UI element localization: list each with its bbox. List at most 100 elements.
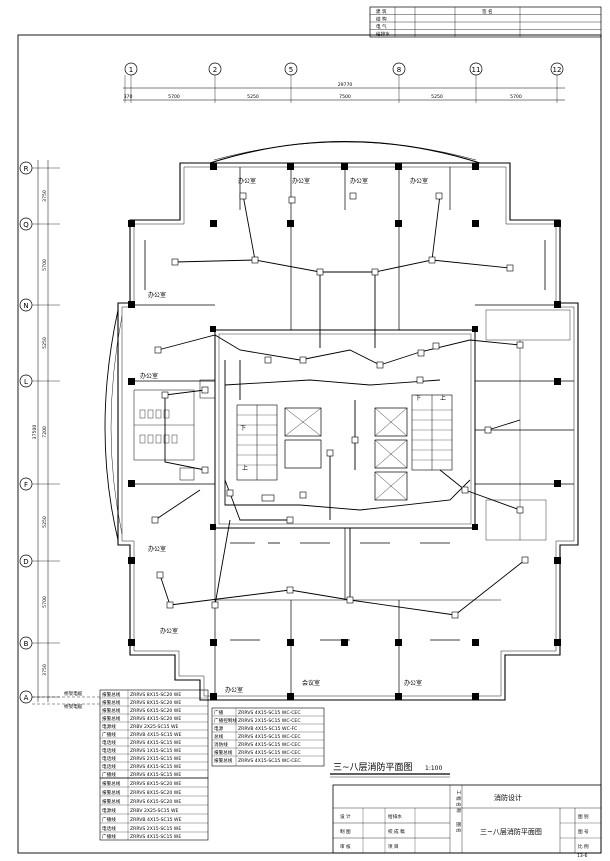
legend-lb-name-2: 报警总线 (102, 798, 121, 805)
legend-lt-spec-6: ZRRVS 4X15-SC15 WE (130, 740, 181, 746)
dim-row-4: 5250 (42, 516, 48, 528)
tb-right-label-1: 图 号 (578, 829, 589, 835)
legend-r-name-5: 报警总线 (214, 749, 233, 756)
legend-lt-name-4: 电源线 (102, 723, 116, 730)
legend-r-name-3: 总线 (214, 733, 224, 740)
legend-lt-spec-5: ZRRVB 4X15-SC15 WE (130, 732, 182, 738)
legend-r-name-4: 消防线 (214, 741, 228, 748)
legend-lb-spec-4: ZRRVB 4X15-SC15 WE (130, 817, 182, 823)
axis-note-1: 桥架电缆 (64, 690, 83, 697)
wiring (154, 194, 526, 616)
row-axis-R: R (24, 165, 29, 173)
legend-r-name-1: 广播控制线 (214, 717, 237, 724)
stair-label-2: 上 (242, 464, 248, 472)
row-axis-D: D (23, 558, 28, 566)
top-title-block: 建 筑 结 构 电 气 给排水 签 名 (369, 6, 602, 38)
dim-total-height: 37500 (32, 425, 38, 440)
dim-col-1: 5700 (168, 94, 180, 100)
legend-right: 广播 ZRRVS 4X15-SC15 WC-CEC 广播控制线 ZRRVS 2X… (211, 707, 325, 767)
legend-lt-name-0: 报警总线 (102, 691, 121, 698)
legend-lt-name-9: 电话线 (102, 763, 116, 770)
row-axis-N: N (23, 302, 28, 310)
legend-lb-name-1: 报警总线 (102, 789, 121, 796)
legend-r-spec-3: ZRRVS 4X15-SC15 WC-CEC (238, 734, 301, 740)
sheet-border (17, 34, 602, 854)
col-axis-11: 11 (472, 66, 481, 74)
tb-drawing-name: 三~八层消防平面图 (480, 827, 542, 836)
legend-lt-name-10: 广播线 (102, 771, 116, 778)
legend-lt-spec-3: ZRRVS 4X15-SC20 WE (130, 716, 181, 722)
legend-r-spec-0: ZRRVS 4X15-SC15 WC-CEC (238, 710, 301, 716)
room-label-5: 办公室 (148, 291, 166, 299)
door-markings (144, 240, 546, 641)
tb-row-4: 给排水 (376, 31, 390, 38)
legend-lt-name-6: 电话线 (102, 739, 116, 746)
room-label-7: 办公室 (148, 545, 166, 553)
room-label-3: 办公室 (350, 177, 368, 185)
tb-side-label-2: 图 名 (455, 822, 462, 833)
dim-col-3: 7500 (339, 94, 351, 100)
legend-lt-name-7: 电话线 (102, 747, 116, 754)
core-elements (139, 394, 453, 501)
room-label-10: 会议室 (302, 679, 320, 687)
tb-right-label-2: 比 例 (578, 843, 589, 850)
legend-lt-spec-0: ZRRVS 8X15-SC20 WE (130, 692, 181, 698)
dim-col-0: 370 (124, 94, 133, 100)
tb-row-1: 建 筑 (376, 8, 387, 15)
legend-lb-spec-1: ZRRVS 8X15-SC20 WE (130, 790, 181, 796)
dim-row-3: 7200 (42, 426, 48, 438)
room-label-8: 办公室 (160, 627, 178, 635)
legend-r-spec-5: ZRRVS 4X15-SC15 WC-CEC (238, 750, 301, 756)
dim-total-width: 29770 (338, 82, 353, 88)
col-axis-1: 1 (129, 66, 133, 74)
room-label-9: 办公室 (225, 686, 243, 694)
dim-col-5: 5700 (510, 94, 522, 100)
tb-sheet-no: 13-6 (577, 853, 588, 859)
row-axis-L: L (24, 378, 28, 386)
legend-lb-spec-5: ZRRVS 2X15-SC15 WE (130, 826, 181, 832)
legend-lb-name-4: 广播线 (102, 816, 116, 823)
column-axes: 1 2 5 8 11 12 29770 370 5700 5250 7500 5… (123, 62, 565, 103)
dim-row-1: 5700 (42, 259, 48, 271)
tb-left-c-0: 给排水 (388, 813, 402, 820)
legend-lt-name-5: 广播线 (102, 731, 116, 738)
tb-side-label-1: 工 程 名 称 (455, 790, 462, 813)
structural-columns (128, 163, 561, 700)
legend-lt-spec-4: ZRBV 2X25-SC15 WE (130, 724, 178, 730)
legend-r-spec-4: ZRRVS 4X15-SC15 WC-CEC (238, 742, 301, 748)
col-axis-8: 8 (397, 66, 401, 74)
tb-left-c-2: 项 目 (388, 844, 399, 850)
legend-r-spec-2: ZRRVB 4X15-SC15 WC-FC (238, 726, 297, 732)
legend-lt-spec-9: ZRRVS 4X15-SC15 WE (130, 764, 181, 770)
legend-lb-name-6: 广播线 (102, 833, 116, 840)
legend-lt-spec-8: ZRRVS 2X15-SC15 WE (130, 756, 181, 762)
dim-col-2: 5250 (247, 94, 259, 100)
row-axis-F: F (24, 481, 28, 489)
legend-r-spec-1: ZRRVS 2X15-SC15 WC-CEC (238, 718, 301, 724)
row-axis-B: B (24, 640, 29, 648)
tb-row-3: 电 气 (376, 23, 387, 30)
dim-row-5: 5700 (42, 596, 48, 608)
room-label-6: 办公室 (140, 372, 158, 380)
tb-left-a-2: 审 核 (340, 843, 351, 850)
col-axis-12: 12 (553, 66, 562, 74)
legend-lt-spec-10: ZRRVS 4X15-SC15 WE (130, 772, 181, 778)
row-axes: R Q N L F D B A 37500 3750 5700 5250 720… (19, 160, 100, 710)
row-axis-A: A (24, 694, 29, 702)
tb-left-a-1: 制 图 (340, 828, 351, 835)
tb-left-a-0: 设 计 (340, 813, 351, 820)
legend-lb-name-3: 电源线 (102, 807, 116, 814)
legend-lb-name-5: 电话线 (102, 825, 116, 832)
legend-lb-name-0: 报警总线 (102, 780, 121, 787)
col-axis-2: 2 (213, 66, 217, 74)
legend-lt-spec-7: ZRRVS 1X15-SC15 WE (130, 748, 181, 754)
legend-lt-name-2: 报警总线 (102, 707, 121, 714)
building-walls (104, 141, 579, 701)
legend-lb-spec-0: ZRRVS 8X15-SC20 WE (130, 781, 181, 787)
legend-lb-spec-3: ZRBV 2X25-SC15 WE (130, 808, 178, 814)
axis-note-2: 桥架电缆 (64, 703, 83, 710)
stair-label-4: 上 (440, 394, 446, 402)
room-label-4: 办公室 (410, 177, 428, 185)
plan-title: 三~八层消防平面图 (333, 761, 413, 773)
